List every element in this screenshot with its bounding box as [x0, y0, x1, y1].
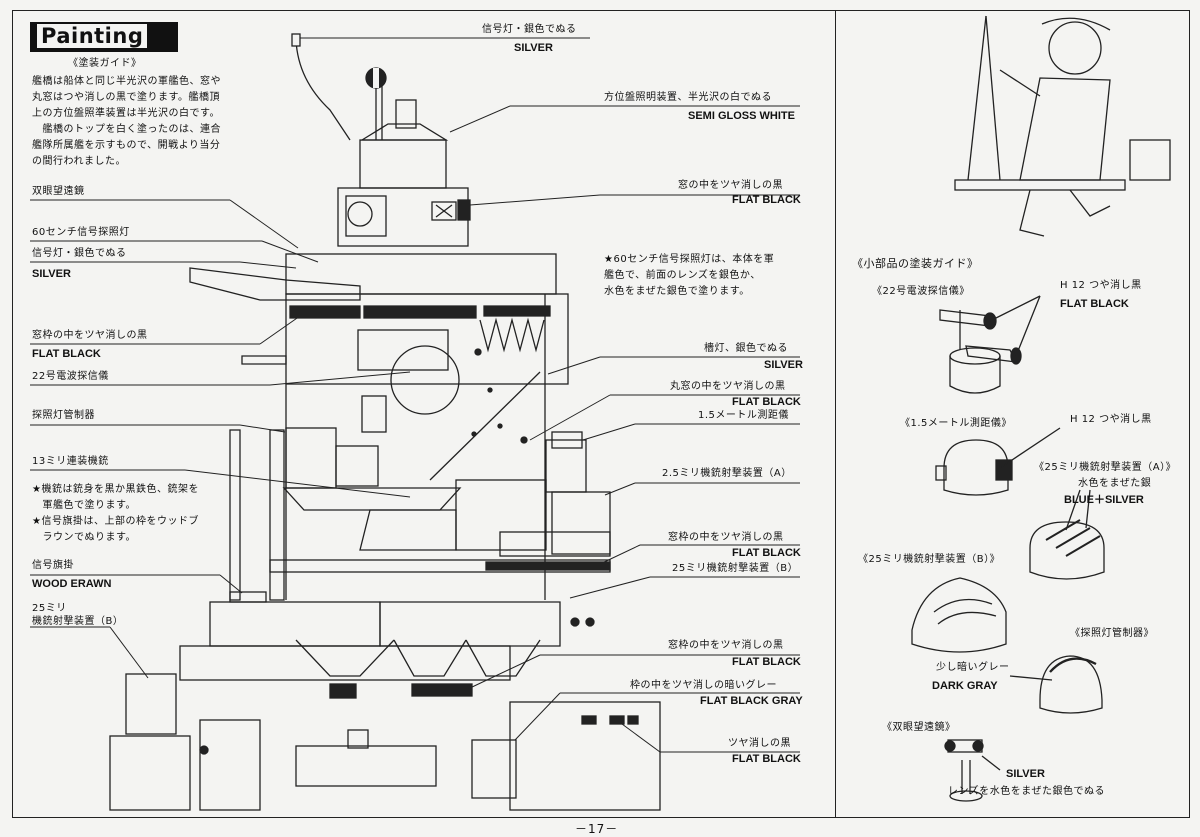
- label-window-frame2-en: FLAT BLACK: [732, 547, 801, 559]
- parts-rangefinder-paint-jp: H 12 つや消し黒: [1070, 414, 1152, 425]
- intro-line: 丸窓はつや消しの黒で塗ります。艦橋頂: [32, 92, 220, 103]
- label-window-frame-en: FLAT BLACK: [32, 348, 101, 360]
- binoculars-part: [944, 739, 1001, 802]
- parts-dark-gray-jp: 少し暗いグレー: [936, 662, 1010, 673]
- label-matte-black-jp: ツヤ消しの黒: [728, 738, 791, 749]
- label-window-jp: 窓の中をツヤ消しの黒: [678, 180, 783, 191]
- parts-guide-title: 《小部品の塗装ガイド》: [852, 257, 979, 270]
- parts-mg25a-paint-jp: 水色をまぜた銀: [1078, 478, 1152, 489]
- left-leader-lines: [30, 199, 411, 679]
- mg25b-part: [911, 577, 1007, 653]
- label-top-light-jp: 信号灯・銀色でぬる: [482, 24, 577, 35]
- note-line: ★機銃は銃身を黒か黒鉄色、銃架を: [32, 484, 199, 495]
- right-notes: ★60センチ信号探照灯は、本体を軍 艦色で、前面のレンズを銀色か、 水色をまぜた…: [604, 252, 774, 300]
- page-subtitle: 《塗装ガイド》: [68, 58, 142, 69]
- page-title: Painting: [36, 23, 149, 49]
- label-matte-black-en: FLAT BLACK: [732, 753, 801, 765]
- label-porthole-jp: 丸窓の中をツヤ消しの黒: [670, 381, 786, 392]
- label-porthole-en: FLAT BLACK: [732, 396, 801, 408]
- parts-searchlight-ctrl-title: 《探照灯管制器》: [1070, 628, 1154, 639]
- label-flag-rack-en: WOOD ERAWN: [32, 578, 112, 590]
- label-mg25a-jp: 2.5ミリ機銃射撃装置（A）: [662, 468, 792, 479]
- tower-body: [285, 253, 569, 600]
- intro-line: 上の方位盤照準装置は半光沢の白です。: [32, 108, 220, 119]
- label-mast-light-en: SILVER: [764, 359, 803, 371]
- label-searchlight-ctrl: 探照灯管制器: [32, 410, 95, 421]
- label-frame-gray-en: FLAT BLACK GRAY: [700, 695, 803, 707]
- note-line: ラウンでぬります。: [32, 532, 136, 543]
- parts-radar22-paint-jp: H 12 つや消し黒: [1060, 280, 1142, 291]
- label-mg25b-line2: 機銃射撃装置（B）: [32, 616, 124, 627]
- parts-binoculars-en: SILVER: [1006, 768, 1045, 780]
- searchlight-ctrl-part: [1009, 655, 1103, 714]
- parts-binoculars-title: 《双眼望遠鏡》: [882, 722, 956, 733]
- radar22-part: [939, 295, 1041, 394]
- label-window-frame2-jp: 窓枠の中をツヤ消しの黒: [668, 532, 784, 543]
- parts-rangefinder-title: 《1.5メートル測距儀》: [900, 418, 1012, 429]
- label-searchlight: 60センチ信号探照灯: [32, 227, 130, 238]
- parts-dark-gray-en: DARK GRAY: [932, 680, 998, 692]
- parts-radar22-paint-en: FLAT BLACK: [1060, 298, 1129, 310]
- intro-line: 艦隊所属艦を示すもので、開戦より当分: [32, 140, 221, 151]
- note-line: ★60センチ信号探照灯は、本体を軍: [604, 254, 775, 265]
- parts-binoculars-jp: レンズを水色をまぜた銀色でぬる: [948, 786, 1105, 797]
- parts-mg25b-title: 《25ミリ機銃射撃装置（B）》: [858, 554, 1001, 565]
- label-flag-rack-jp: 信号旗掛: [32, 560, 74, 571]
- intro-paragraph: 艦橋は船体と同じ半光沢の軍艦色、窓や 丸窓はつや消しの黒で塗ります。艦橋頂 上の…: [32, 74, 221, 170]
- mast: [291, 33, 387, 141]
- column-divider: [835, 10, 836, 818]
- page-number: －17－: [575, 822, 619, 836]
- note-line: 水色をまぜた銀色で塗ります。: [604, 286, 750, 297]
- label-mast-light-jp: 檣灯、銀色でぬる: [704, 343, 788, 354]
- page-frame: [12, 10, 1190, 818]
- lower-superstructure: [109, 429, 661, 811]
- label-mg13: 13ミリ連装機銃: [32, 456, 109, 467]
- label-frame-gray-jp: 枠の中をツヤ消しの暗いグレー: [630, 680, 777, 691]
- label-rangefinder-jp: 1.5メートル測距儀: [698, 410, 789, 421]
- parts-radar22-title: 《22号電波探信儀》: [872, 286, 970, 297]
- label-director-en: SEMI GLOSS WHITE: [688, 110, 795, 122]
- intro-line: 艦橋は船体と同じ半光沢の軍艦色、窓や: [32, 76, 221, 87]
- director-tower: [337, 99, 471, 247]
- label-window-frame3-en: FLAT BLACK: [732, 656, 801, 668]
- label-window-frame-jp: 窓枠の中をツヤ消しの黒: [32, 330, 148, 341]
- parts-mg25a-title: 《25ミリ機銃射撃装置（A）》: [1034, 462, 1177, 473]
- rangefinder-part: [935, 427, 1061, 496]
- label-director-jp: 方位盤照明装置、半光沢の白でぬる: [604, 92, 772, 103]
- intro-line: 艦橋のトップを白く塗ったのは、連合: [32, 124, 221, 135]
- mg25a-part: [1029, 489, 1105, 580]
- label-window-frame3-jp: 窓枠の中をツヤ消しの黒: [668, 640, 784, 651]
- label-mg25b-line1: 25ミリ: [32, 603, 67, 614]
- platforms: [189, 267, 611, 603]
- label-mg25b-jp: 25ミリ機銃射撃装置（B）: [672, 563, 799, 574]
- parts-mg25a-paint-en: BLUE＋SILVER: [1064, 494, 1144, 506]
- painting-title-badge: Painting: [30, 22, 178, 52]
- painter-illustration: [954, 15, 1171, 237]
- label-signal-light-en: SILVER: [32, 268, 71, 280]
- label-radar22: 22号電波探信儀: [32, 371, 109, 382]
- note-line: 艦色で、前面のレンズを銀色か、: [604, 270, 761, 281]
- intro-line: の間行われました。: [32, 156, 126, 167]
- right-leader-lines: [300, 37, 800, 753]
- label-binoculars: 双眼望遠鏡: [32, 186, 85, 197]
- note-line: ★信号旗掛は、上部の枠をウッドブ: [32, 516, 199, 527]
- note-line: 軍艦色で塗ります。: [32, 500, 136, 511]
- label-signal-light-jp: 信号灯・銀色でぬる: [32, 248, 127, 259]
- left-notes: ★機銃は銃身を黒か黒鉄色、銃架を 軍艦色で塗ります。 ★信号旗掛は、上部の枠をウ…: [32, 482, 199, 546]
- label-top-light-en: SILVER: [514, 42, 553, 54]
- label-window-en: FLAT BLACK: [732, 194, 801, 206]
